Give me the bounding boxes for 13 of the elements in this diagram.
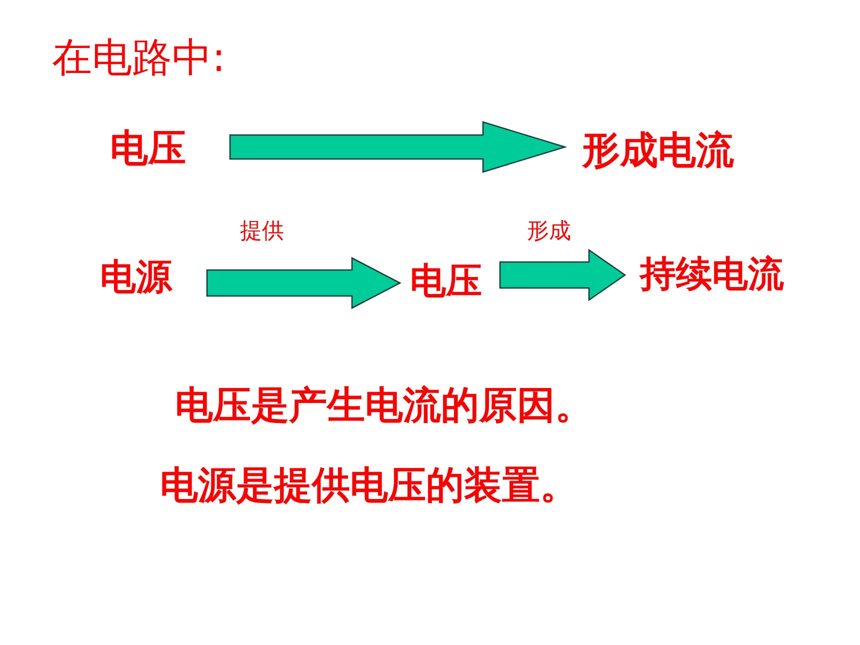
node-text: 形成电流	[582, 130, 734, 172]
edge-label: 提供	[240, 220, 284, 244]
block-arrow	[229, 121, 568, 173]
edge-label: 形成	[527, 220, 571, 244]
block-arrow	[499, 248, 626, 302]
statement-text: 电源是提供电压的装置。	[160, 462, 578, 509]
node-text: 电压	[410, 262, 482, 302]
node-text: 电压	[110, 128, 186, 170]
node-text: 电源	[100, 258, 172, 298]
title: 在电路中:	[52, 34, 226, 83]
node-text: 持续电流	[640, 255, 784, 295]
statement-text: 电压是产生电流的原因。	[175, 382, 593, 429]
block-arrow	[206, 256, 402, 310]
